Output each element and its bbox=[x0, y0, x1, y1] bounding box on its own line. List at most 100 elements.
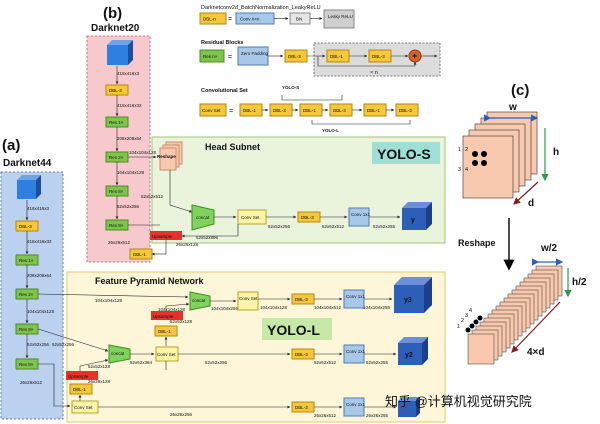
d20-dim-2: 208x208x64 bbox=[117, 136, 142, 141]
stack-num-1: 1 bbox=[457, 324, 460, 330]
fpn-dim-26x26x255: 26x26x255 bbox=[366, 413, 389, 418]
svg-text:concat: concat bbox=[111, 351, 125, 356]
head-reshape-label: Reshape bbox=[157, 154, 176, 159]
legend-convset-chain: DBL-1 DBL-3 DBL-1 DBL-3 DBL-1 DBL-3 bbox=[239, 95, 419, 125]
legend-res-box bbox=[199, 49, 225, 63]
output-y2-label: y2 bbox=[405, 352, 413, 359]
fpn-dim-104x104x128c: 104x104x128 bbox=[158, 307, 186, 312]
legend-zero-pad-box bbox=[237, 46, 269, 66]
legend-zero-padding: Zero Padding bbox=[241, 51, 269, 56]
fpn-concat-mid bbox=[108, 344, 131, 364]
panel-b-letter: (b) bbox=[103, 5, 122, 22]
legend-dbl-title: Darknetconv2d_BatchNormalization_LeakyRe… bbox=[201, 5, 321, 11]
stack-num-3: 3 bbox=[465, 313, 468, 319]
fpn-dim-104x104x256: 104x104x256 bbox=[211, 306, 239, 311]
output-y1-cube bbox=[398, 397, 420, 417]
cube-num-1: 1 bbox=[458, 147, 461, 153]
fpn-dim-104x104x255: 104x104x255 bbox=[363, 305, 391, 310]
svg-text:DBL-3: DBL-3 bbox=[109, 88, 122, 93]
legend-convset: Conv Set bbox=[202, 108, 221, 113]
head-conv1x1 bbox=[348, 207, 370, 227]
cube-num-4: 4 bbox=[465, 167, 468, 173]
fpn-dim-52x52x128b: 52x52x128 bbox=[88, 364, 111, 369]
stack-num-4: 4 bbox=[469, 308, 472, 314]
fpn-dim-26x26x512: 26x26x512 bbox=[314, 413, 337, 418]
legend-yolo-s: YOLO-S bbox=[282, 85, 299, 90]
head-dim-52x52x896: 52x52x896 bbox=[196, 235, 219, 240]
legend-leaky-box bbox=[323, 9, 355, 29]
yolo-l-badge bbox=[262, 318, 332, 340]
output-y-label: y bbox=[411, 217, 415, 224]
svg-text:Conv Set: Conv Set bbox=[157, 352, 176, 357]
d44-dim-4: 52x52x256 bbox=[27, 342, 50, 347]
d44-dim-5: 26x26x512 bbox=[20, 380, 43, 385]
legend-times-n: × n bbox=[370, 70, 378, 76]
darknet44-input-cube bbox=[17, 175, 41, 199]
reshape-cube-large bbox=[462, 111, 538, 199]
legend-yolo-l: YOLO-L bbox=[322, 128, 339, 133]
fpn-dim-104x104x128: 104x104x128 bbox=[95, 298, 123, 303]
fpn-dim-104x104x128b: 104x104x128 bbox=[260, 305, 288, 310]
svg-text:DBL-3: DBL-3 bbox=[295, 352, 308, 357]
fpn-conv1x1-top bbox=[343, 289, 365, 309]
legend-convset-title: Convolutional Set bbox=[201, 88, 248, 94]
stack-h2-label: h/2 bbox=[572, 277, 587, 288]
fpn-dim-52x52x255: 52x52x255 bbox=[366, 360, 389, 365]
svg-text:Conv 1x1: Conv 1x1 bbox=[346, 294, 366, 299]
yolo-s-badge bbox=[372, 142, 440, 164]
head-reshape-stack bbox=[159, 141, 183, 171]
svg-text:DBL-1: DBL-1 bbox=[133, 252, 146, 257]
reshape-cube-stack bbox=[465, 265, 563, 365]
output-y3-cube bbox=[394, 277, 432, 313]
d20-dim-4: 52x52x256 bbox=[117, 204, 140, 209]
svg-text:Res 8×: Res 8× bbox=[109, 223, 124, 228]
head-dim-52x52x255: 52x52x255 bbox=[373, 224, 396, 229]
fpn-title: Feature Pyramid Network bbox=[95, 276, 205, 286]
fpn-dim-52x52x384: 52x52x384 bbox=[130, 360, 153, 365]
svg-text:Res 1×: Res 1× bbox=[109, 120, 124, 125]
svg-text:concat: concat bbox=[192, 298, 206, 303]
svg-text:Conv Set: Conv Set bbox=[239, 296, 258, 301]
svg-text:Upsample: Upsample bbox=[153, 314, 174, 319]
svg-text:DBL-3: DBL-3 bbox=[19, 224, 32, 229]
fpn-conv1x1-mid bbox=[343, 344, 365, 364]
fpn-dbl1-top bbox=[154, 325, 178, 337]
head-concat-block bbox=[191, 204, 215, 231]
d44-dim-0: 416x416x3 bbox=[27, 206, 50, 211]
svg-text:Conv 1x1: Conv 1x1 bbox=[346, 402, 366, 407]
output-y3-label: y3 bbox=[404, 297, 412, 304]
cube-num-3: 3 bbox=[458, 167, 461, 173]
svg-text:DBL-3: DBL-3 bbox=[399, 108, 412, 113]
d44-dim-3: 104x104x128 bbox=[27, 309, 55, 314]
head-subnet-title: Head Subnet bbox=[205, 142, 260, 152]
fpn-dim-52x52x512: 52x52x512 bbox=[314, 360, 337, 365]
fpn-dim-52x52x128: 52x52x128 bbox=[170, 319, 193, 324]
legend-dbl-n: DBL-n bbox=[203, 17, 216, 22]
svg-text:DBL-1: DBL-1 bbox=[158, 329, 171, 334]
panel-a-title: Darknet44 bbox=[3, 158, 52, 169]
svg-text:Upsample: Upsample bbox=[152, 234, 173, 239]
svg-text:DBL-3: DBL-3 bbox=[295, 297, 308, 302]
svg-text:DBL-1: DBL-1 bbox=[303, 108, 316, 113]
reshape-label: Reshape bbox=[458, 238, 496, 248]
legend-eq-1: = bbox=[228, 16, 232, 23]
d20-dim-5: 26x26x512 bbox=[108, 240, 131, 245]
d44-dim-1: 416x416x32 bbox=[27, 239, 52, 244]
fpn-dim-52x52x256b: 52x52x256 bbox=[205, 360, 228, 365]
fpn-upsample-top bbox=[151, 311, 183, 320]
head-dim-52x52x512b: 52x52x512 bbox=[322, 224, 345, 229]
svg-text:Res 8×: Res 8× bbox=[109, 189, 124, 194]
yolo-s-label: YOLO-S bbox=[377, 146, 431, 162]
svg-text:DBL-3: DBL-3 bbox=[333, 108, 346, 113]
svg-text:Conv 1x1: Conv 1x1 bbox=[351, 212, 371, 217]
head-upsample bbox=[150, 231, 182, 240]
legend-res-dbl3: DBL-3 bbox=[288, 54, 301, 59]
svg-text:DBL-3: DBL-3 bbox=[295, 405, 308, 410]
legend-res-title: Residual Blocks bbox=[201, 40, 244, 46]
legend-eq-3: = bbox=[229, 108, 233, 115]
panel-c-letter: (c) bbox=[511, 82, 529, 99]
panel-b-title: Darknet20 bbox=[91, 23, 140, 34]
svg-text:Res 2×: Res 2× bbox=[109, 155, 124, 160]
